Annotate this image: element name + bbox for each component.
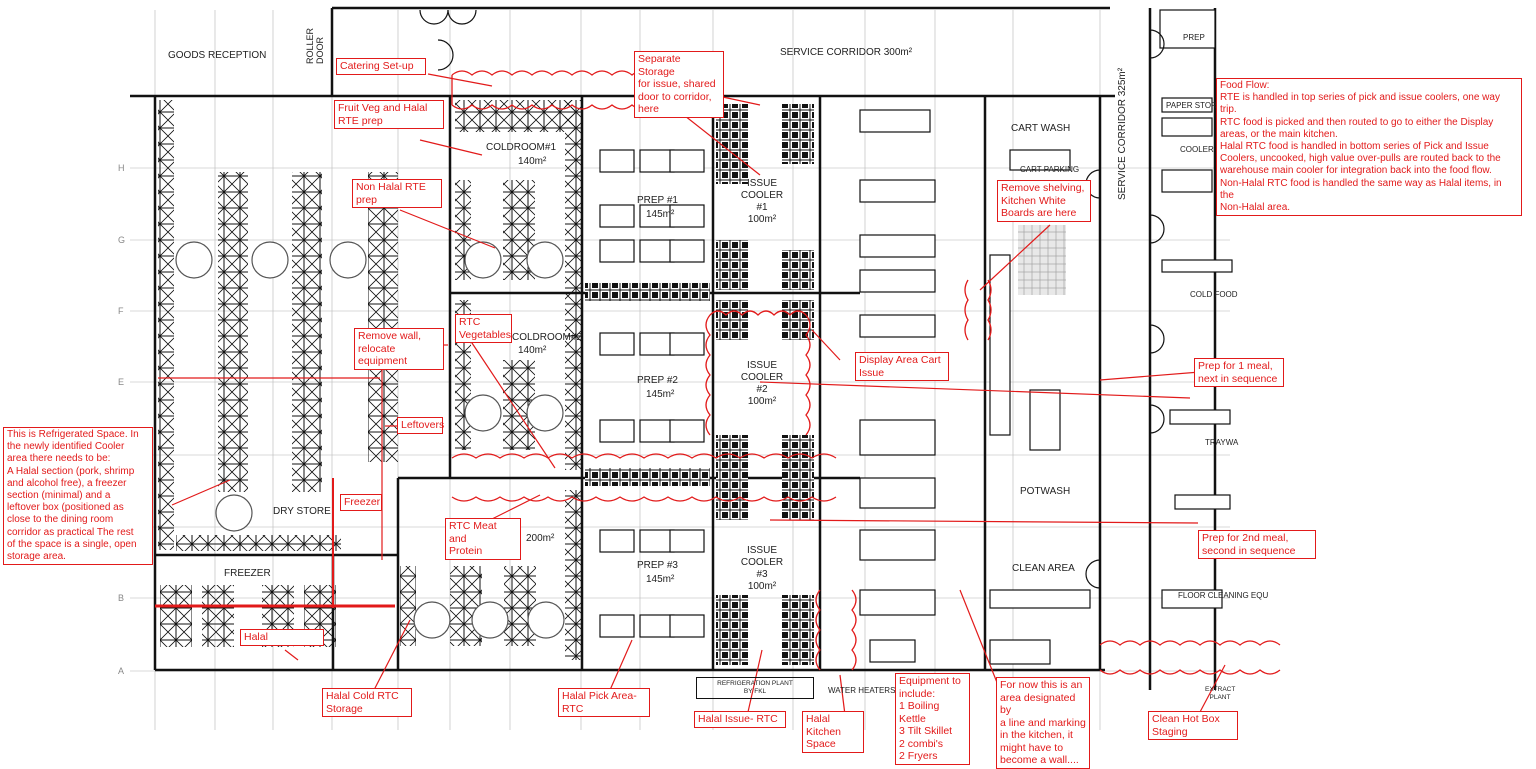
annotation-equipment: Equipment to include: 1 Boiling Kettle 3… — [895, 673, 970, 765]
floor-cleaning-label: FLOOR CLEANING EQU — [1178, 591, 1268, 600]
cart-parking-label: CART PARKING — [1020, 165, 1079, 174]
roller-door-label: ROLLER DOOR — [305, 27, 325, 64]
prep-right-label: PREP — [1183, 33, 1205, 42]
prep3-area: 145m² — [646, 574, 675, 585]
annotation-rtc-vegetables: RTC Vegetables — [455, 314, 512, 343]
potwash-label: POTWASH — [1020, 486, 1070, 497]
annotation-food-flow: Food Flow: RTE is handled in top series … — [1216, 78, 1522, 217]
refrigeration-plant-label: REFRIGERATION PLANT BY FKL — [696, 677, 814, 699]
callout-lines — [158, 73, 1226, 716]
annotation-halal-issue: Halal Issue- RTC — [694, 711, 786, 728]
prep-tables — [599, 149, 705, 638]
annotation-leftovers: Leftovers — [397, 417, 444, 434]
whiteboard-tiles — [1018, 225, 1066, 295]
coldroom2-label: COLDROOM#2 — [512, 332, 582, 343]
prep2-area: 145m² — [646, 389, 675, 400]
annotation-halal-pick: Halal Pick Area- RTC — [558, 688, 650, 717]
service-corridor-top-label: SERVICE CORRIDOR 300m² — [780, 47, 913, 58]
annotation-refrigerated-space: This is Refrigerated Space. In the newly… — [3, 427, 153, 566]
annotation-prep-2nd-meal: Prep for 2nd meal, second in sequence — [1198, 530, 1316, 559]
coldroom1-label: COLDROOM#1 — [486, 142, 556, 153]
issue-cooler1-label: ISSUE COOLER #1 100m² — [740, 178, 784, 225]
storage-racks — [158, 100, 581, 660]
grid-label-a: A — [118, 666, 124, 676]
grid-letters: H G F E D C B A — [118, 163, 125, 676]
traywa-label: TRAYWA — [1205, 438, 1239, 447]
annotation-fruit-veg: Fruit Veg and Halal RTE prep — [334, 100, 444, 129]
annotation-non-halal: Non Halal RTE prep — [352, 179, 442, 208]
service-corridor-side-label: SERVICE CORRIDOR 325m² — [1117, 67, 1128, 200]
annotation-remove-shelving: Remove shelving, Kitchen White Boards ar… — [997, 180, 1091, 222]
coldroom1-area: 140m² — [518, 156, 547, 167]
clean-area-label: CLEAN AREA — [1012, 563, 1075, 574]
goods-reception-label: GOODS RECEPTION — [168, 50, 266, 61]
annotation-separate-storage: Separate Storage for issue, shared door … — [634, 51, 724, 118]
annotation-rtc-meat: RTC Meat and Protein — [445, 518, 521, 560]
dry-store-label: DRY STORE — [273, 506, 331, 517]
annotation-halal-kitchen: Halal Kitchen Space — [802, 711, 864, 753]
cart-wash-label: CART WASH — [1011, 123, 1070, 134]
annotation-halal-cold-rtc: Halal Cold RTC Storage — [322, 688, 412, 717]
paper-storage-label: PAPER STORAGE — [1166, 101, 1234, 110]
cooler-right-label: COOLER — [1180, 145, 1214, 154]
issue-cooler2-label: ISSUE COOLER #2 100m² — [740, 360, 784, 407]
grid-label-f: F — [118, 306, 124, 316]
freezer-room-label: FREEZER — [224, 568, 271, 579]
annotation-freezer: Freezer — [340, 494, 382, 511]
grid-label-e: E — [118, 377, 124, 387]
annotation-for-now: For now this is an area designated by a … — [996, 677, 1090, 769]
chair-icons — [175, 241, 565, 639]
area-200-label: 200m² — [526, 533, 555, 544]
revision-clouds — [451, 70, 1281, 675]
annotation-catering-setup: Catering Set-up — [336, 58, 426, 75]
water-heaters-label: WATER HEATERS — [828, 686, 895, 695]
grid-label-g: G — [118, 235, 125, 245]
annotation-display-area: Display Area Cart Issue — [855, 352, 949, 381]
prep1-area: 145m² — [646, 209, 675, 220]
grid-label-h: H — [118, 163, 125, 173]
annotation-remove-wall: Remove wall, relocate equipment — [354, 328, 444, 370]
grid-label-b: B — [118, 593, 124, 603]
annotation-halal: Halal — [240, 629, 324, 646]
coldroom2-area: 140m² — [518, 345, 547, 356]
prep2-label: PREP #2 — [637, 375, 678, 386]
prep3-label: PREP #3 — [637, 560, 678, 571]
annotation-prep-1-meal: Prep for 1 meal, next in sequence — [1194, 358, 1284, 387]
issue-cooler3-label: ISSUE COOLER #3 100m² — [740, 545, 784, 592]
prep1-label: PREP #1 — [637, 195, 678, 206]
extract-plant-label: EXTRACT PLANT — [1205, 686, 1236, 701]
cold-food-label: COLD FOOD — [1190, 290, 1238, 299]
right-wing-units — [1159, 9, 1233, 609]
annotation-clean-hot-box: Clean Hot Box Staging — [1148, 711, 1238, 740]
room-labels: GOODS RECEPTION SERVICE CORRIDOR 300m² S… — [168, 33, 1268, 695]
